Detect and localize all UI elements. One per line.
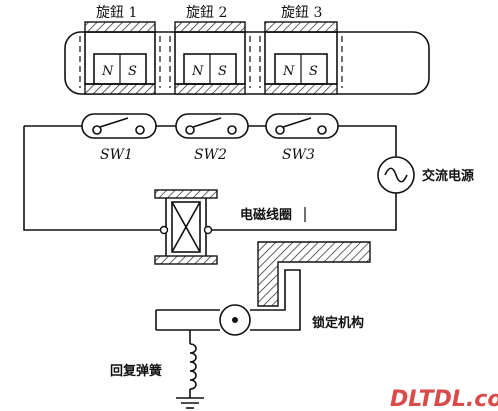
spring-coil <box>189 343 197 390</box>
lock-label: 锁定机构 <box>312 315 364 331</box>
sw1-contact-right <box>135 125 145 135</box>
knob-2: 旋鈕 2 N S <box>169 5 251 95</box>
ac-source: 交流电源 <box>377 156 474 194</box>
coil-core <box>171 201 201 253</box>
coil-bottom-plate <box>154 255 218 265</box>
knob-1-s: S <box>128 64 137 79</box>
knob-3-top-plate <box>264 21 338 33</box>
coil-core-cross-b <box>171 201 201 253</box>
sw1-contact-left <box>92 125 102 135</box>
sw2-label: SW2 <box>194 147 227 163</box>
lock-lever <box>156 269 301 331</box>
circuit-wires <box>23 125 397 231</box>
spring-label: 回复弹簧 <box>110 363 162 379</box>
coil-label: 电磁线圈 <box>240 207 292 223</box>
knob-3: 旋鈕 3 N S <box>259 5 343 95</box>
coil-terminal-right <box>203 225 213 235</box>
knob-2-s: S <box>218 64 227 79</box>
lock-pivot <box>219 304 251 336</box>
sw3-housing <box>265 113 339 139</box>
knob-2-n: N <box>191 64 204 79</box>
knob-1-top-plate <box>84 21 156 33</box>
sw2-housing <box>175 113 249 139</box>
coil-terminal-left <box>159 225 169 235</box>
lock-mechanism: 锁定机构 <box>155 241 371 336</box>
return-spring: 回复弹簧 <box>110 330 204 409</box>
knob-3-s: S <box>309 64 318 79</box>
sw2-lever <box>192 117 222 128</box>
watermark-logo: DLTDL.com <box>390 387 498 411</box>
knob-1-bottom-plate <box>84 83 156 95</box>
sw1-label: SW1 <box>100 147 133 163</box>
sw3-label: SW3 <box>282 147 315 163</box>
sw3-lever <box>282 117 312 128</box>
ac-wave-icon <box>384 167 408 183</box>
knob-1-label: 旋鈕 1 <box>96 5 137 21</box>
knob-1: 旋鈕 1 N S <box>79 5 161 95</box>
knob-2-label: 旋鈕 2 <box>186 5 227 21</box>
knob-2-top-plate <box>174 21 246 33</box>
switch-sw2: SW2 <box>175 113 249 163</box>
knob-1-n: N <box>101 64 114 79</box>
sw2-contact-right <box>227 125 237 135</box>
knob-assembly: 旋鈕 1 N S 旋鈕 2 N S 旋鈕 3 <box>64 5 430 95</box>
lock-pivot-center <box>232 317 238 323</box>
knob-3-n: N <box>282 64 295 79</box>
knob-3-label: 旋鈕 3 <box>281 5 322 21</box>
switch-sw1: SW1 <box>81 113 157 163</box>
sw1-lever <box>99 117 129 128</box>
sw3-contact-right <box>317 125 327 135</box>
sw2-contact-left <box>185 125 195 135</box>
lock-hatched-bracket <box>257 241 371 307</box>
sw1-housing <box>81 113 157 139</box>
knob-2-bottom-plate <box>174 83 246 95</box>
switch-sw3: SW3 <box>265 113 339 163</box>
sw3-contact-left <box>275 125 285 135</box>
knob-3-bottom-plate <box>264 83 338 95</box>
ac-source-label: 交流电源 <box>422 168 474 184</box>
wire-top-right <box>338 125 397 157</box>
knob-housing <box>64 31 430 95</box>
coil-top-plate <box>154 189 218 199</box>
wire-right <box>210 193 397 231</box>
ac-source-symbol <box>377 156 415 194</box>
solenoid-coil: 电磁线圈 <box>154 189 306 265</box>
wire-left <box>23 126 160 231</box>
